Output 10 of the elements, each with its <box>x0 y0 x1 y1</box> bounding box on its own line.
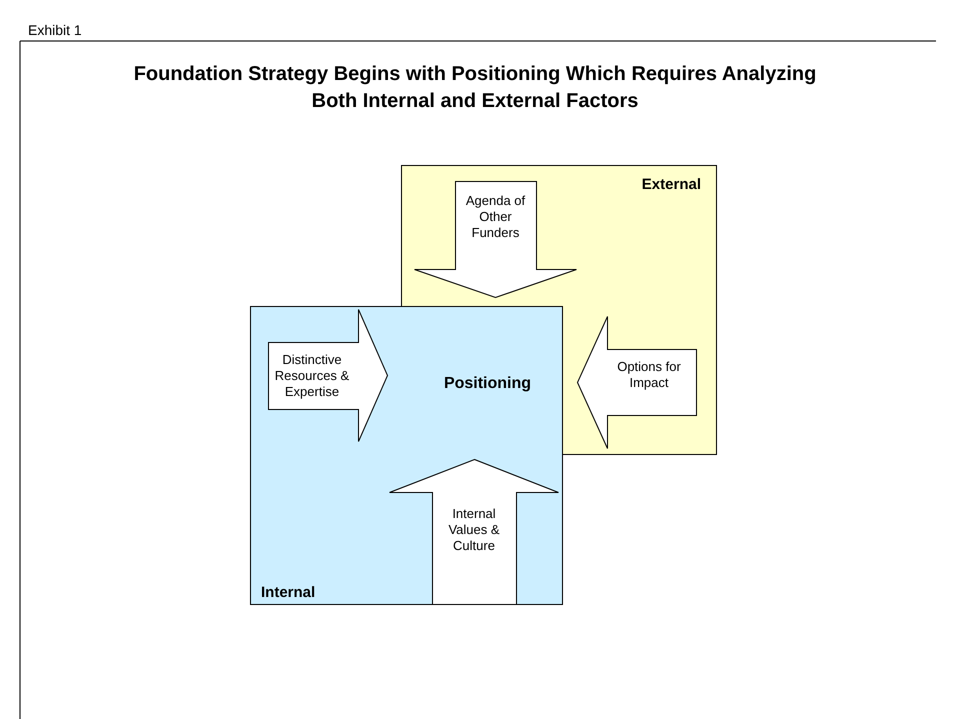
arrow-label: Internal Values & Culture <box>447 506 501 554</box>
panel <box>250 306 563 605</box>
title: Foundation Strategy Begins with Positioning Which Requires Analyzing Both Internal and External Factors <box>132 62 818 114</box>
arrow-label: Options for Impact <box>616 359 682 391</box>
node-text: Positioning <box>420 373 555 395</box>
panel-heading: Internal <box>261 584 316 601</box>
exhibit-label: Exhibit 1 <box>28 22 82 38</box>
arrow-label: Distinctive Resources & Expertise <box>274 352 350 400</box>
panel-heading: External <box>642 176 701 193</box>
arrow-label: Agenda of Other Funders <box>464 193 526 241</box>
